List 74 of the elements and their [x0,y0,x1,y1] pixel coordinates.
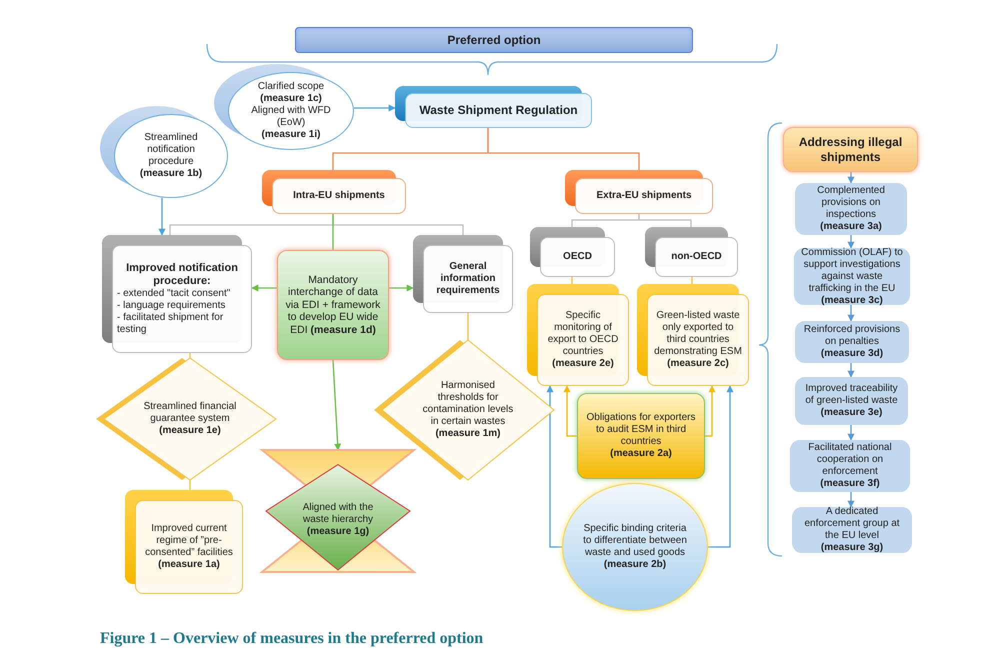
arrow [848,235,854,249]
measure-card [125,490,243,594]
node-label: Facilitated national cooperation on enforcement (measure 3f) [807,442,893,490]
node-label: Preferred option [447,32,541,48]
arrow [332,360,342,451]
node-label: Reinforced provisions on penalties (measure 3d) [802,324,902,360]
measure-card [637,284,749,386]
measure-card [792,507,912,553]
ellipse-node [214,64,354,150]
arrow [848,172,854,184]
node-label: - language requirements [117,300,226,312]
node-label: A dedicated enforcement group at the EU level (measure 3g) [803,506,901,554]
measure-card [577,393,705,479]
node-label: Commission (OLAF) to support investigations against waste trafficking in the EU (measure 3c) [800,246,904,306]
connector-line [332,214,334,250]
connector-line [189,480,191,490]
arrow [708,385,734,548]
node-label: Specific binding criteria to differentiate between waste and used goods (measure 2b) [582,523,688,571]
node-label: Improved current regime of ”pre-consented” facilities (measure 1a) [144,523,234,571]
arrow [546,385,562,548]
title-box [395,86,592,128]
node-label: Mandatory interchange of data via EDI + framework to develop EU wide EDI (measure 1d) [284,274,382,336]
node-label: Intra-EU shipments [293,190,385,202]
arrow [564,385,577,437]
category-box [645,227,738,277]
arrow [848,305,854,322]
category-box [262,170,406,214]
arrow [251,284,277,292]
ellipse-node [100,106,228,198]
connector-line [467,313,469,340]
category-box [413,235,513,313]
arrow [848,363,854,378]
category-box [565,170,713,214]
arrow [158,198,166,236]
node-label: Streamlined financial guarantee system (measure 1e) [142,400,238,437]
node-label: Specific monitoring of export to OECD countries (measure 2e) [546,310,620,370]
node-label: Obligations for exporters to audit ESM in third countries (measure 2a) [586,412,696,460]
measure-diamond [96,358,276,480]
category-box [530,227,615,277]
node-label: Aligned with the waste hierarchy (measure 1g) [302,502,374,538]
node-label: Harmonised thresholds for contamination levels in certain wastes (measure 1m) [422,380,514,440]
measure-diamond [262,450,414,572]
node-label: Clarified scope (measure 1c) [258,81,324,105]
heading-text: Improved notification procedure: [125,262,239,288]
node-label: non-OECD [671,251,722,263]
node-label: Green-listed waste only exported to third countries demonstrating ESM (measure 2c) [653,310,743,370]
arrow [705,385,716,437]
node-label: General information requirements [435,261,501,297]
node-label: Waste Shipment Regulation [419,103,578,118]
node-label: Streamlined notification procedure (measure 1b) [138,132,204,180]
arrow [354,104,396,112]
node-label: - facilitated shipment for testing [117,312,224,336]
node-label: Addressing illegal shipments [798,135,904,164]
measure-card [795,183,907,235]
measure-card [795,321,909,363]
node-label: - extended "tacit consent" [117,288,232,300]
measure-card [277,250,389,360]
connector-line [638,214,692,227]
measure-card [790,440,910,492]
measure-card [102,235,252,353]
figure-caption: Figure 1 – Overview of measures in the preferred option [100,630,484,648]
node-label: Aligned with WFD (EoW) (measure 1i) [250,105,332,141]
node-label: Complemented provisions on inspections (measure 3a) [816,185,886,233]
arrow [389,284,414,292]
measure-card [795,377,908,425]
node-label: Improved traceability of green-listed waste (measure 3e) [804,383,899,419]
node-label: Extra-EU shipments [596,190,692,202]
arrow [848,492,854,508]
measure-card [527,284,629,386]
arrow [848,425,854,441]
connector-line [487,128,640,170]
heading-box [295,27,693,53]
node-label: OECD [563,251,592,263]
heading-box [783,127,918,172]
